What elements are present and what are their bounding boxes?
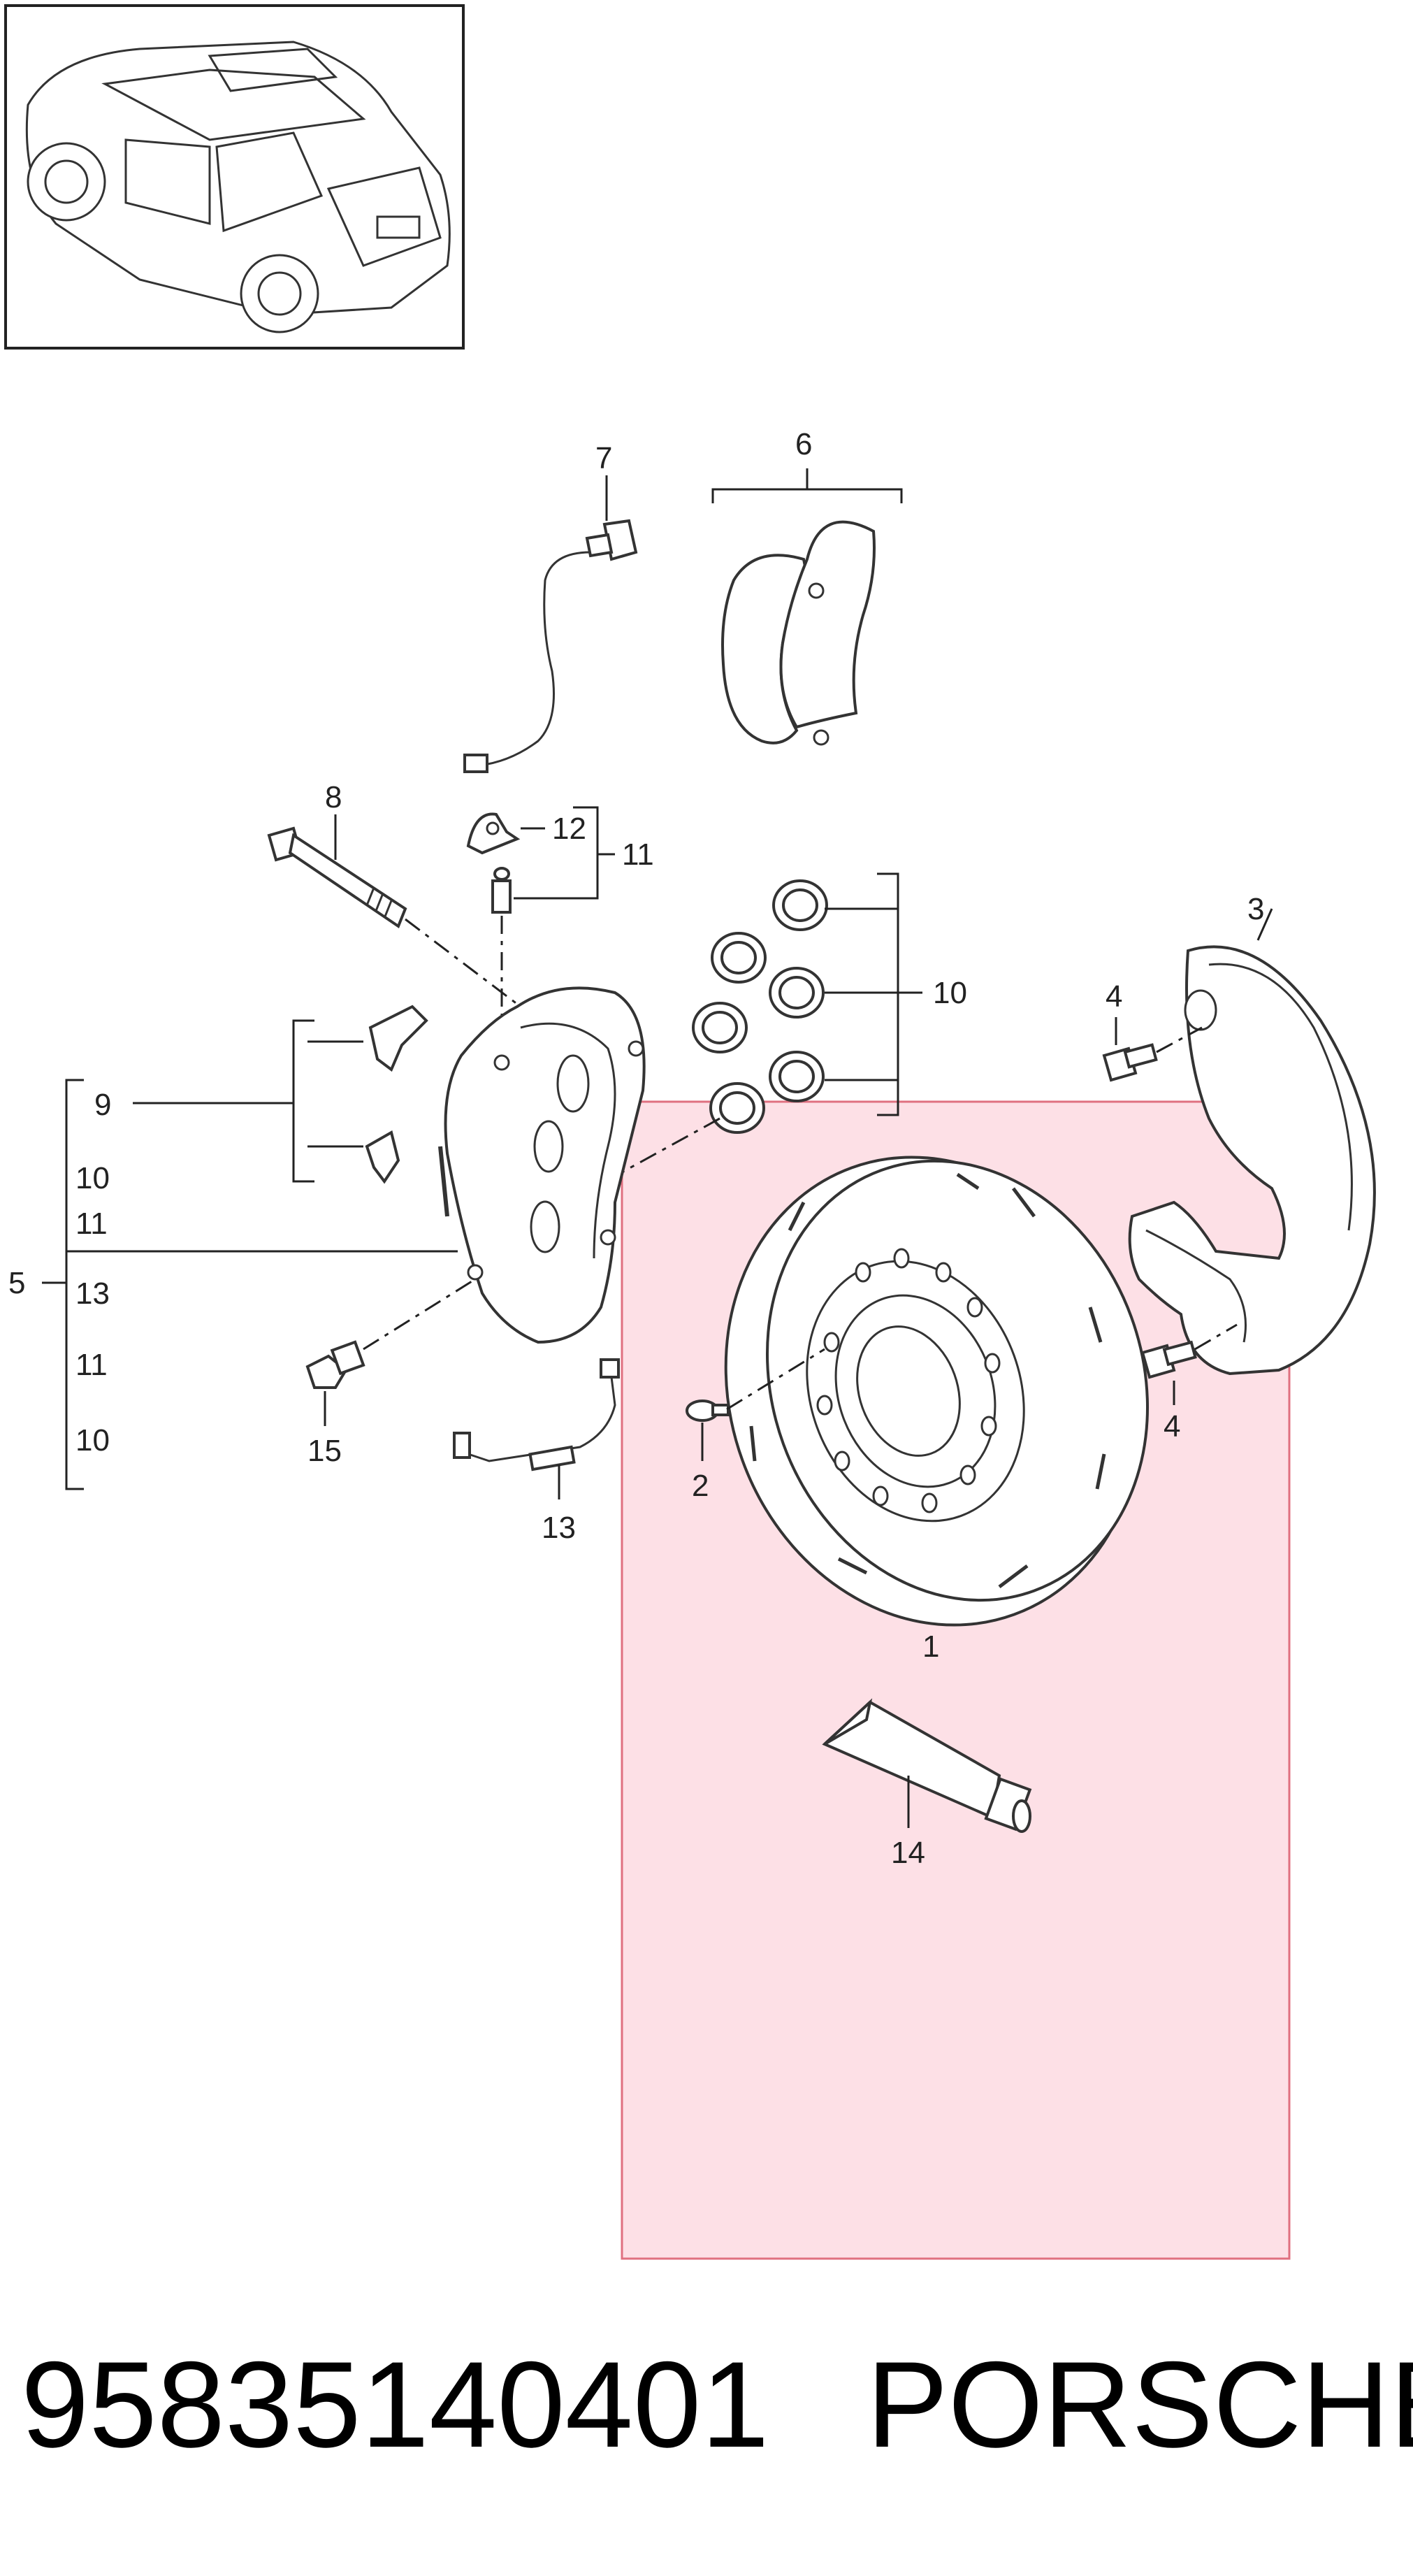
brake-disc xyxy=(724,1156,1150,1627)
callout-10-left-a: 10 xyxy=(75,1161,110,1195)
callout-5: 5 xyxy=(8,1266,25,1300)
callout-11-left-a: 11 xyxy=(75,1207,108,1241)
brake-caliper xyxy=(438,986,646,1344)
callout-14: 14 xyxy=(891,1836,925,1870)
callout-8: 8 xyxy=(325,780,342,814)
callout-12: 12 xyxy=(552,812,586,846)
callout-4-lower: 4 xyxy=(1164,1409,1180,1444)
shield-bolt-lower xyxy=(1140,1323,1238,1405)
callout-10-left-b: 10 xyxy=(75,1423,110,1458)
callout-4-upper: 4 xyxy=(1106,979,1122,1014)
suv-illustration xyxy=(25,41,451,333)
callout-3: 3 xyxy=(1247,892,1264,926)
callout-13-left: 13 xyxy=(75,1276,110,1311)
callout-11-bleeder: 11 xyxy=(622,837,654,872)
vehicle-thumbnail xyxy=(4,4,465,350)
callout-6: 6 xyxy=(795,427,812,461)
callout-11-left-b: 11 xyxy=(75,1348,108,1382)
callout-7: 7 xyxy=(595,441,612,475)
callout-10-pistons: 10 xyxy=(933,976,967,1010)
callout-15: 15 xyxy=(307,1434,342,1468)
paste-tube xyxy=(822,1698,1032,1833)
callout-13-hose: 13 xyxy=(542,1511,576,1545)
assembly-bracket xyxy=(42,1079,458,1490)
brake-hose xyxy=(453,1358,620,1499)
callout-1: 1 xyxy=(922,1629,939,1664)
caliper-pistons xyxy=(579,872,922,1197)
banjo-bolt xyxy=(305,1278,476,1426)
disc-screw xyxy=(686,1348,825,1461)
wear-sensor xyxy=(463,475,638,773)
brake-shield xyxy=(1128,908,1376,1376)
brake-pads xyxy=(711,468,903,746)
shield-bolt-upper xyxy=(1102,1017,1203,1082)
bleeder-valve xyxy=(466,806,615,1028)
pad-springs xyxy=(292,1005,428,1184)
callout-9: 9 xyxy=(94,1088,111,1122)
disc-holes xyxy=(816,1248,1001,1513)
callout-labels: 1 2 3 4 4 5 6 7 8 9 10 10 10 11 11 11 12… xyxy=(8,427,1264,1870)
callout-2: 2 xyxy=(692,1469,709,1503)
brand-name: PORSCHE xyxy=(867,2337,1413,2473)
disc-slots xyxy=(749,1172,1106,1588)
part-number: 95835140401 xyxy=(21,2337,769,2473)
